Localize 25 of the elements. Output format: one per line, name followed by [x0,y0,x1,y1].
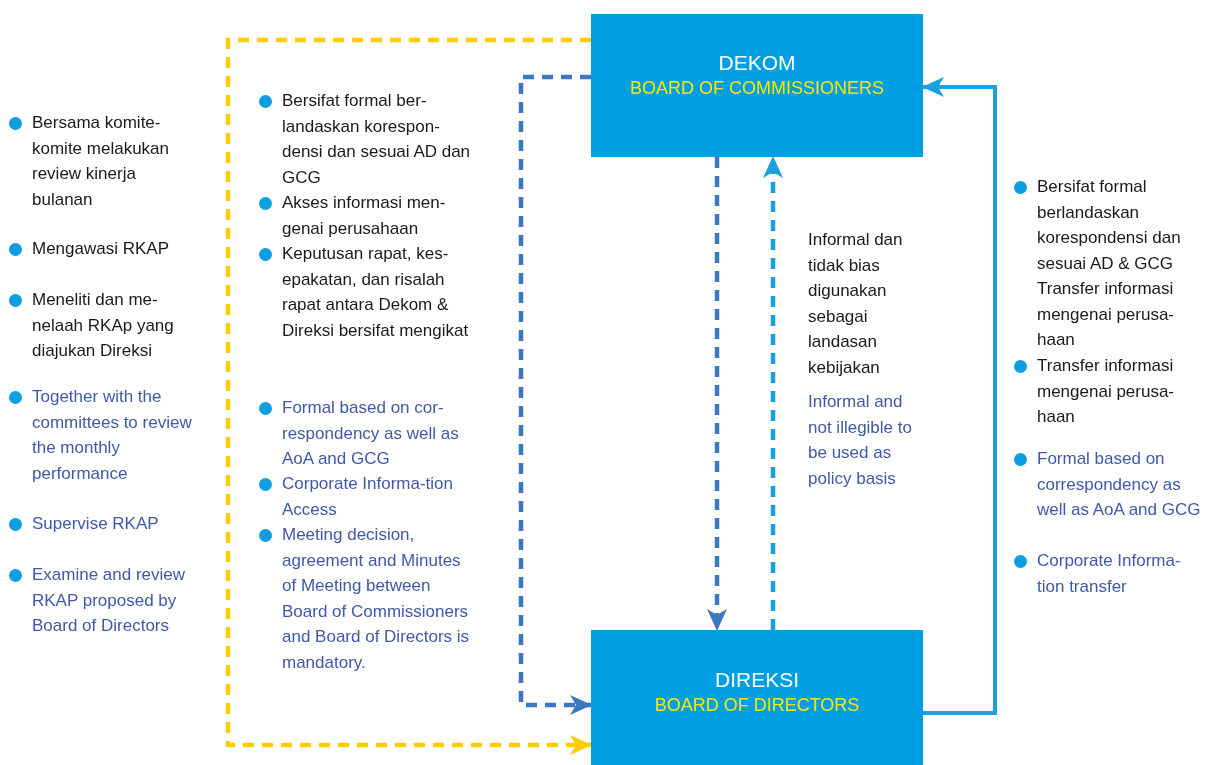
list-item-text: Keputusan rapat, kes-epakatan, dan risalah rapat antara Dekom & Direksi bersifat mengikat [282,243,470,342]
list-item-text: Meeting decision, agreement and Minutes of Meeting between Board of Commissioners and Board of Directors is mandatory. [282,524,471,674]
list-item-text: Formal based on correspondency as well as AoA and GCG [1037,448,1202,521]
process-box [591,630,923,765]
box-subtitle: BOARD OF DIRECTORS [654,694,860,717]
list-item-text: Together with the committees to review the monthly performance [32,386,193,485]
list-item-text: Transfer informasi mengenai perusa-haan [1037,355,1176,428]
box-title: DIREKSI [715,667,799,693]
list-item-text: Examine and review RKAP proposed by Board of Directors [32,564,187,637]
list-item-text: Akses informasi men-genai perusahaan [282,192,447,240]
list-item-text: Bersama komite-komite melakukan review kinerja bulanan [32,112,170,211]
list-item-text: Corporate Informa-tion Access [282,473,455,521]
box-subtitle: BOARD OF COMMISSIONERS [630,77,884,100]
list-item-text: Corporate Informa-tion transfer [1037,550,1182,598]
process-box [591,14,923,157]
list-item-text: Mengawasi RKAP [32,238,170,260]
list-item-text: Formal based on cor-respondency as well as AoA and GCG [282,397,460,470]
note-text: Informal and not illegible to be used as policy basis [808,391,913,490]
list-item-text: Bersifat formal ber-landaskan korespon-densi dan sesuai AD dan GCG [282,90,472,189]
list-item-text: Meneliti dan me-nelaah RKAp yang diajukan Direksi [32,289,175,362]
dashed-arrow [707,157,727,633]
list-item-text: Bersifat formal berlandaskan korespondensi dan sesuai AD & GCG Transfer informasi mengenai perusa-haan [1037,176,1182,351]
note-text: Informal dan tidak bias digunakan sebagai landasan kebijakan [808,229,904,379]
box-title: DEKOM [718,50,796,76]
list-item-text: Supervise RKAP [32,513,160,535]
